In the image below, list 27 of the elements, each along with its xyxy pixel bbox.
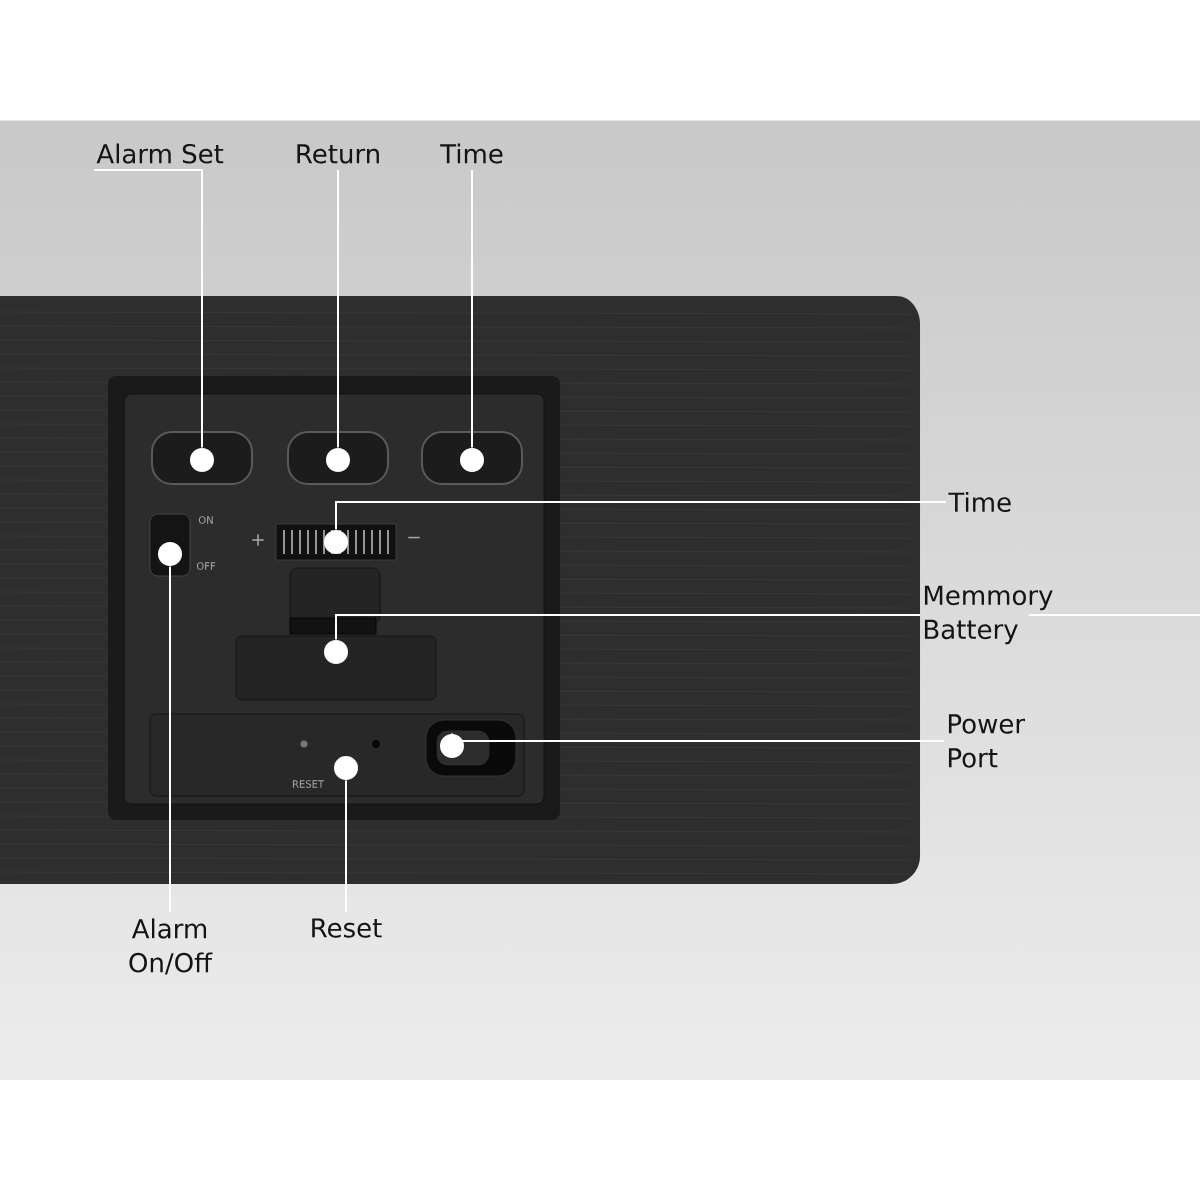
printed-label: + [252, 534, 264, 546]
leader-line [345, 779, 347, 913]
callout-text: Power Port [948, 714, 1026, 768]
marker-dot [460, 448, 484, 472]
callout-text: Return [297, 144, 379, 164]
marker-dot [324, 640, 348, 664]
marker-dot [190, 448, 214, 472]
leader-line [451, 732, 945, 742]
marker-dot [324, 530, 348, 554]
marker-dot [158, 542, 182, 566]
leader-line [169, 565, 171, 913]
leader-line [93, 169, 203, 449]
marker-dot [326, 448, 350, 472]
leader-line [337, 169, 339, 449]
leader-line [1027, 614, 1200, 616]
callout-text: Alarm Set [96, 143, 224, 164]
marker-dot [440, 734, 464, 758]
callout-text: Alarm On/Off [129, 918, 213, 975]
leader-line [335, 614, 921, 641]
marker-dot [334, 756, 358, 780]
callout-text: Reset [312, 918, 382, 938]
callout-text: Time [948, 491, 1011, 513]
leader-line [471, 169, 473, 449]
callout-text: Memmory Battery [924, 585, 1053, 645]
printed-label: − [408, 536, 420, 539]
leader-line [335, 501, 947, 531]
callout-text: Time [440, 143, 503, 164]
